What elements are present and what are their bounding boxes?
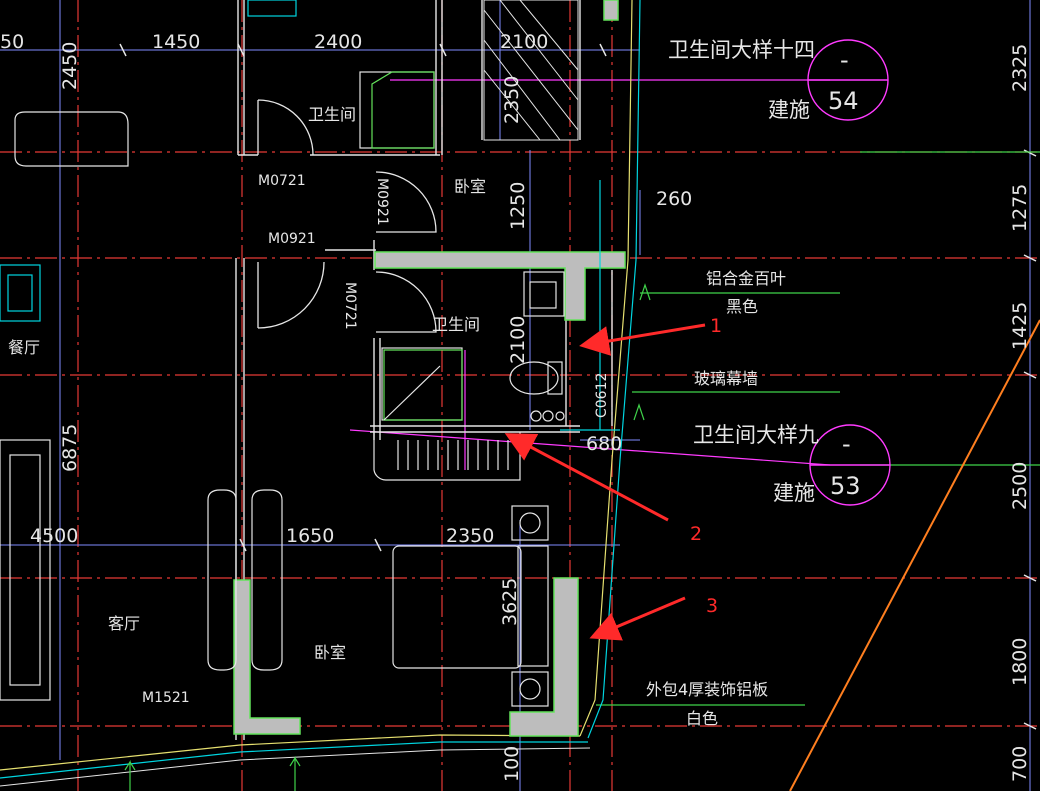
material-annotations: 铝合金百叶 黑色 玻璃幕墙 外包4厚装饰铝板 白色	[646, 269, 786, 728]
curtain-wall-lines	[0, 0, 641, 787]
detail-callout-53: 卫生间大样九 建施 - 53	[693, 423, 891, 506]
dim-stair-2350: 2350	[501, 76, 523, 124]
note-louver-line1: 铝合金百叶	[706, 269, 786, 288]
callout-53-title: 卫生间大样九	[693, 423, 819, 447]
dimension-ticks	[119, 43, 1037, 730]
review-arrows	[504, 323, 706, 641]
dim-v-3625: 3625	[499, 578, 521, 626]
callout-leader-lines	[349, 79, 831, 470]
dim-right-1275: 1275	[1009, 184, 1031, 232]
dim-right-2500: 2500	[1009, 462, 1031, 510]
room-bedroom-bottom: 卧室	[314, 643, 346, 662]
room-bedroom-top: 卧室	[454, 177, 486, 196]
callout-54-top: -	[840, 46, 849, 74]
dim-bottom-100: 100	[501, 746, 523, 782]
note-cladding-line2: 白色	[686, 709, 718, 728]
dim-h-680: 680	[586, 433, 622, 455]
dim-top-50: 50	[0, 31, 24, 53]
dim-h-260: 260	[656, 188, 692, 210]
marker-2: 2	[690, 523, 702, 545]
marker-3: 3	[706, 595, 718, 617]
marker-1: 1	[710, 315, 722, 337]
cyan-details	[247, 0, 620, 431]
note-louver-line2: 黑色	[726, 297, 758, 316]
stair	[483, 0, 579, 141]
callout-54-title: 卫生间大样十四	[668, 38, 815, 62]
dim-right-1800: 1800	[1009, 638, 1031, 686]
callout-54-sheet: 建施	[768, 98, 810, 122]
dim-left-2450: 2450	[59, 42, 81, 90]
callout-53-number: 53	[830, 472, 861, 500]
section-arrows	[124, 283, 651, 791]
dim-right-1425: 1425	[1009, 302, 1031, 350]
code-m1521: M1521	[142, 690, 190, 706]
room-bathroom-mid: 卫生间	[432, 315, 480, 334]
fixtures	[359, 71, 565, 481]
note-cladding-line1: 外包4厚装饰铝板	[646, 680, 768, 699]
code-m0721-top: M0721	[258, 173, 306, 189]
door-swings	[257, 99, 437, 333]
dim-mid-2350: 2350	[446, 525, 494, 547]
dim-top-1450: 1450	[152, 31, 200, 53]
dim-mid-1650: 1650	[286, 525, 334, 547]
dim-v-1250: 1250	[507, 182, 529, 230]
site-boundary-line	[789, 319, 1040, 791]
door-codes: M0721 M0921 M0921 M0721 C0612 M1521	[142, 173, 610, 706]
room-labels: 卫生间 卧室 卫生间 餐厅 客厅 卧室	[8, 105, 486, 662]
radiator-fins	[397, 440, 509, 470]
code-m0921: M0921	[268, 231, 316, 247]
dimension-texts: 50 1450 2400 2100 2450 2350 1250 260 210…	[0, 31, 1031, 782]
code-m0721-vert: M0721	[342, 282, 358, 330]
detail-callout-54: 卫生间大样十四 建施 - 54	[668, 38, 889, 122]
room-dining: 餐厅	[8, 338, 40, 357]
dim-left-6875: 6875	[59, 424, 81, 472]
callout-53-sheet: 建施	[773, 481, 815, 505]
code-m0921-vert: M0921	[374, 178, 390, 226]
callout-54-number: 54	[828, 87, 859, 115]
dim-right-700: 700	[1009, 746, 1031, 782]
callout-53-top: -	[842, 430, 851, 458]
code-c0612: C0612	[594, 373, 610, 418]
room-bathroom-top: 卫生间	[308, 105, 356, 124]
review-markers: 1 2 3	[690, 315, 722, 617]
dim-v-2100: 2100	[507, 316, 529, 364]
note-glass-wall: 玻璃幕墙	[694, 369, 758, 388]
dim-top-2100: 2100	[500, 31, 548, 53]
furniture	[0, 111, 549, 707]
dim-right-2325: 2325	[1009, 44, 1031, 92]
dim-mid-4500: 4500	[30, 525, 78, 547]
dim-top-2400: 2400	[314, 31, 362, 53]
room-living: 客厅	[108, 614, 140, 633]
